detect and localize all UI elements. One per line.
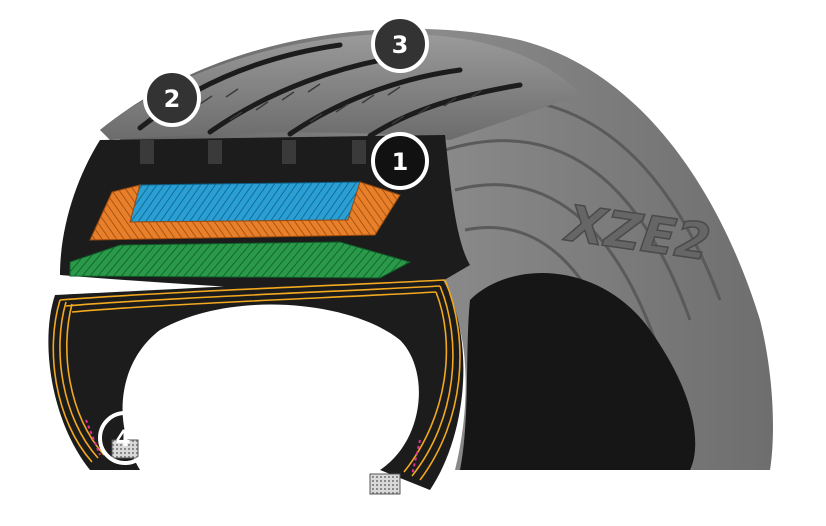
callout-2-circle — [143, 69, 201, 127]
belt-blue — [129, 181, 361, 223]
tread-surface — [100, 34, 580, 140]
tread-blocks — [140, 140, 366, 164]
callout-4: 4 — [98, 411, 152, 465]
callout-4-number: 4 — [115, 427, 130, 452]
callout-2-number: 2 — [164, 85, 181, 113]
bead-wire-left — [111, 439, 139, 459]
callout-1: 1 — [371, 132, 429, 190]
callout-1-number: 1 — [392, 148, 409, 176]
callout-4-circle — [98, 411, 152, 465]
belt-green — [69, 241, 412, 279]
tire-inner-shadow — [460, 272, 696, 470]
belt-orange — [89, 181, 401, 241]
casing-body — [48, 275, 464, 490]
carcass-plies — [52, 279, 461, 481]
bead-wire-right — [369, 473, 401, 495]
callout-1-circle — [371, 132, 429, 190]
callout-3-number: 3 — [392, 31, 409, 59]
callout-3-circle — [371, 15, 429, 73]
bead-accents — [85, 419, 421, 476]
callout-2: 2 — [143, 69, 201, 127]
callout-3: 3 — [371, 15, 429, 73]
